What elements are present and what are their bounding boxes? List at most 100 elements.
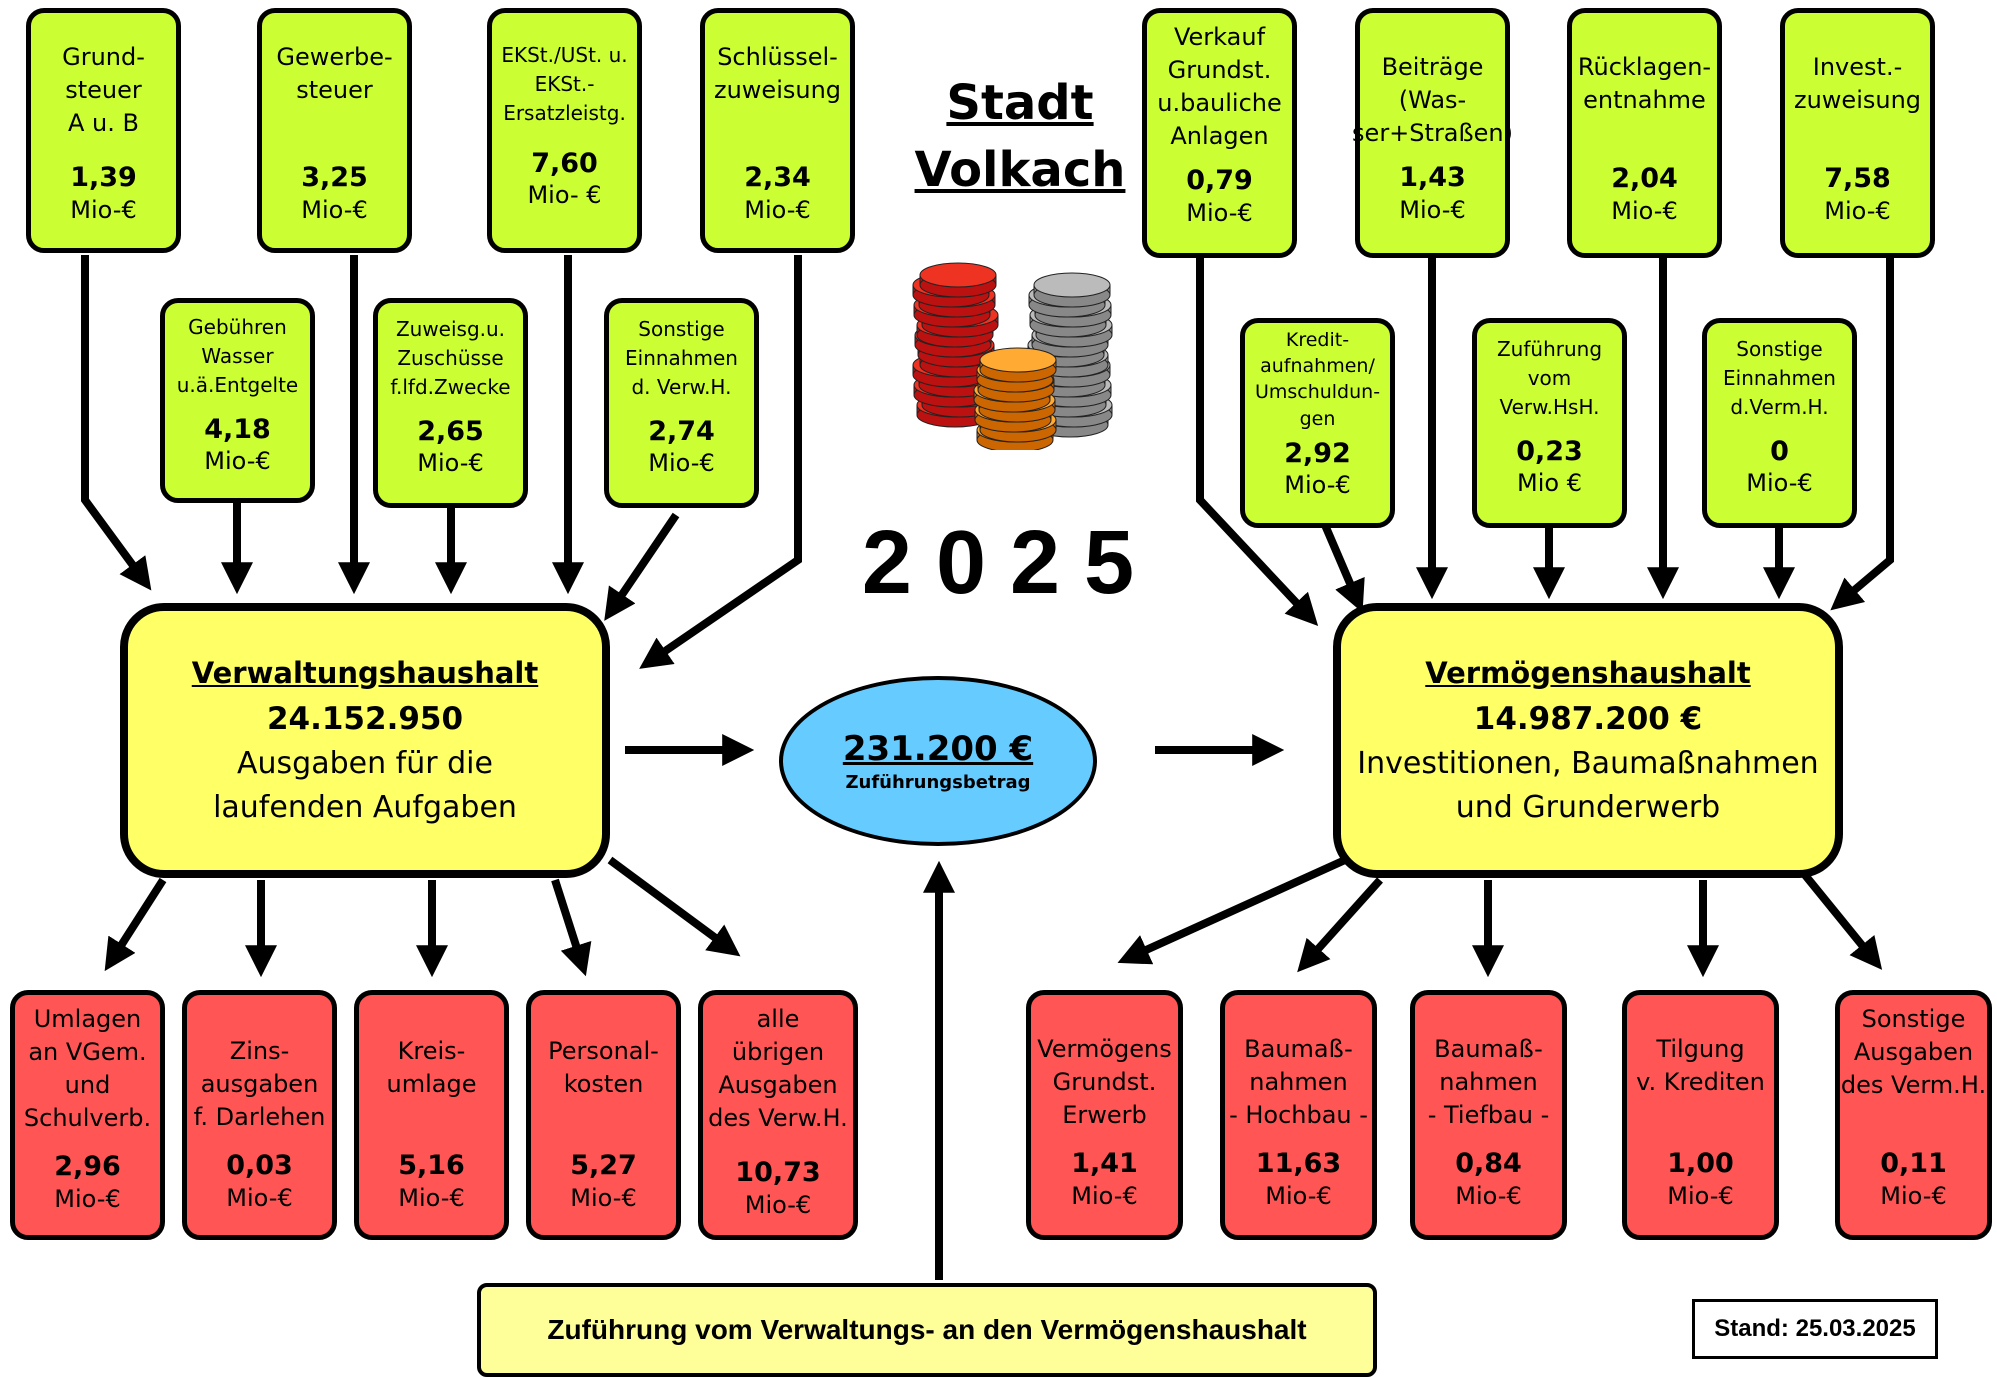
expense-label: Zins- ausgaben f. Darlehen [193, 1037, 326, 1132]
arrow-uebrige-ausgaben [607, 856, 741, 957]
income-label: Verkauf Grundst. u.bauliche Anlagen [1157, 23, 1282, 151]
expense-label: Tilgung v. Krediten [1636, 1035, 1765, 1097]
expense-value: 0,84 [1455, 1148, 1522, 1180]
income-unit: Mio-€ [70, 195, 137, 224]
income-unit: Mio-€ [417, 449, 484, 478]
expense-value: 1,00 [1667, 1148, 1734, 1180]
transfer-amount: 231.200 € [842, 729, 1034, 770]
expense-box-zinsausgaben: Zins- ausgaben f. Darlehen 0,03 Mio-€ [182, 990, 337, 1240]
income-label: Gebühren Wasser u.ä.Entgelte [176, 315, 299, 397]
arrow-umlagen [104, 877, 167, 972]
income-box-sonstige-einnahmen-vermh: Sonstige Einnahmen d.Verm.H. 0 Mio-€ [1702, 318, 1857, 528]
income-box-ruecklagenentnahme: Rücklagen- entnahme 2,04 Mio-€ [1567, 8, 1722, 258]
income-value: 4,18 [204, 414, 271, 445]
income-box-sonstige-einnahmen-verwh: Sonstige Einnahmen d. Verw.H. 2,74 Mio-€ [604, 298, 759, 508]
expense-unit: Mio-€ [1880, 1181, 1947, 1210]
arrow-hochbau [1297, 877, 1383, 973]
expense-value: 5,27 [570, 1150, 637, 1182]
income-value: 2,65 [417, 416, 484, 447]
expense-value: 2,96 [54, 1151, 121, 1183]
expense-label: Vermögens Grundst. Erwerb [1037, 1035, 1172, 1130]
expense-unit: Mio-€ [1455, 1181, 1522, 1210]
income-label: Grund- steuer A u. B [62, 43, 145, 138]
expense-value: 10,73 [735, 1157, 821, 1189]
income-value: 3,25 [301, 162, 368, 194]
expense-box-uebrige-ausgaben: alle übrigen Ausgaben des Verw.H. 10,73 … [698, 990, 858, 1240]
income-value: 7,58 [1824, 163, 1891, 195]
income-box-gewerbesteuer: Gewerbe- steuer 3,25 Mio-€ [257, 8, 412, 253]
expense-box-grundstueckserwerb: Vermögens Grundst. Erwerb 1,41 Mio-€ [1026, 990, 1183, 1240]
arrow-sonstige-einnahmen-verwh [604, 512, 680, 621]
income-unit: Mio-€ [744, 195, 811, 224]
income-value: 7,60 [531, 148, 598, 179]
income-value: 2,34 [744, 162, 811, 194]
expense-box-tiefbau: Baumaß- nahmen - Tiefbau - 0,84 Mio-€ [1410, 990, 1567, 1240]
income-value: 2,04 [1611, 163, 1678, 195]
transfer-note-text: Zuführung vom Verwaltungs- an den Vermög… [547, 1314, 1307, 1345]
income-value: 0 [1770, 436, 1789, 467]
income-unit: Mio-€ [301, 195, 368, 224]
income-label: Rücklagen- entnahme [1577, 53, 1712, 115]
expense-unit: Mio-€ [744, 1190, 812, 1219]
income-label: Sonstige Einnahmen d.Verm.H. [1723, 337, 1836, 419]
expense-box-personalkosten: Personal- kosten 5,27 Mio-€ [526, 990, 681, 1240]
income-box-beitraege: Beiträge (Was- ser+Straßen) 1,43 Mio-€ [1352, 8, 1513, 258]
expense-box-hochbau: Baumaß- nahmen - Hochbau - 11,63 Mio-€ [1220, 990, 1377, 1240]
vermoegenshaushalt-title: Vermögenshaushalt [1425, 656, 1751, 690]
income-label: Gewerbe- steuer [276, 43, 393, 105]
city-title: Stadt Volkach [914, 75, 1126, 199]
income-value: 2,92 [1284, 437, 1351, 469]
income-value: 0,23 [1516, 436, 1583, 467]
expense-box-kreisumlage: Kreis- umlage 5,16 Mio-€ [354, 990, 509, 1240]
arrow-kreditaufnahmen [1321, 523, 1365, 613]
vermoegenshaushalt-description: Investitionen, Baumaßnahmen und Grunderw… [1357, 746, 1819, 825]
verwaltungshaushalt-box: Verwaltungshaushalt 24.152.950 Ausgaben … [120, 603, 610, 878]
income-value: 2,74 [648, 416, 715, 447]
income-box-kreditaufnahmen: Kredit- aufnahmen/ Umschuldun- gen 2,92 … [1240, 318, 1395, 528]
income-box-gebuehren: Gebühren Wasser u.ä.Entgelte 4,18 Mio-€ [160, 298, 315, 503]
arrow-grundsteuer [81, 255, 152, 591]
income-unit: Mio- € [527, 181, 602, 210]
income-box-ekst: EKSt./USt. u. EKSt.- Ersatzleistg. 7,60 … [487, 8, 642, 253]
income-unit: Mio-€ [1399, 195, 1466, 224]
arrow-grundstueckserwerb [1117, 856, 1347, 965]
expense-unit: Mio-€ [1265, 1181, 1332, 1210]
transfer-note-box: Zuführung vom Verwaltungs- an den Vermög… [477, 1283, 1377, 1377]
expense-unit: Mio-€ [54, 1184, 121, 1213]
verwaltungshaushalt-title: Verwaltungshaushalt [191, 656, 539, 690]
expense-label: Sonstige Ausgaben des Verm.H. [1840, 1005, 1987, 1100]
income-unit: Mio-€ [204, 447, 271, 476]
income-box-investzuweisung: Invest.- zuweisung 7,58 Mio-€ [1780, 8, 1935, 258]
expense-label: Kreis- umlage [386, 1037, 477, 1099]
expense-label: Umlagen an VGem. und Schulverb. [23, 1005, 152, 1133]
income-label: Beiträge (Was- ser+Straßen) [1352, 53, 1513, 148]
expense-value: 0,11 [1880, 1148, 1947, 1180]
expense-label: Baumaß- nahmen - Hochbau - [1229, 1035, 1368, 1130]
expense-box-umlagen: Umlagen an VGem. und Schulverb. 2,96 Mio… [10, 990, 165, 1240]
expense-value: 1,41 [1071, 1148, 1138, 1180]
income-box-verkauf: Verkauf Grundst. u.bauliche Anlagen 0,79… [1142, 8, 1297, 258]
income-unit: Mio-€ [1611, 196, 1678, 225]
income-label: Invest.- zuweisung [1793, 53, 1922, 115]
expense-unit: Mio-€ [570, 1183, 637, 1212]
income-box-zufuehrung-verwhsh: Zuführung vom Verw.HsH. 0,23 Mio € [1472, 318, 1627, 528]
expense-label: alle übrigen Ausgaben des Verw.H. [708, 1005, 848, 1133]
expense-value: 11,63 [1255, 1148, 1342, 1180]
verwaltungshaushalt-description: Ausgaben für die laufenden Aufgaben [213, 746, 517, 825]
expense-unit: Mio-€ [226, 1183, 293, 1212]
income-unit: Mio € [1517, 469, 1582, 498]
expense-box-tilgung: Tilgung v. Krediten 1,00 Mio-€ [1622, 990, 1779, 1240]
income-unit: Mio-€ [1284, 471, 1351, 500]
expense-label: Baumaß- nahmen - Tiefbau - [1427, 1035, 1550, 1130]
expense-value: 0,03 [226, 1150, 293, 1182]
arrow-sonstige-ausgaben-vermh [1801, 872, 1883, 970]
income-value: 1,43 [1399, 162, 1466, 194]
income-unit: Mio-€ [648, 449, 715, 478]
income-label: Schlüssel- zuweisung [713, 43, 842, 105]
income-label: Zuführung vom Verw.HsH. [1496, 337, 1603, 419]
stand-text: Stand: 25.03.2025 [1714, 1315, 1916, 1342]
expense-label: Personal- kosten [548, 1037, 659, 1099]
income-unit: Mio-€ [1824, 196, 1891, 225]
budget-year: 2025 [861, 513, 1159, 613]
